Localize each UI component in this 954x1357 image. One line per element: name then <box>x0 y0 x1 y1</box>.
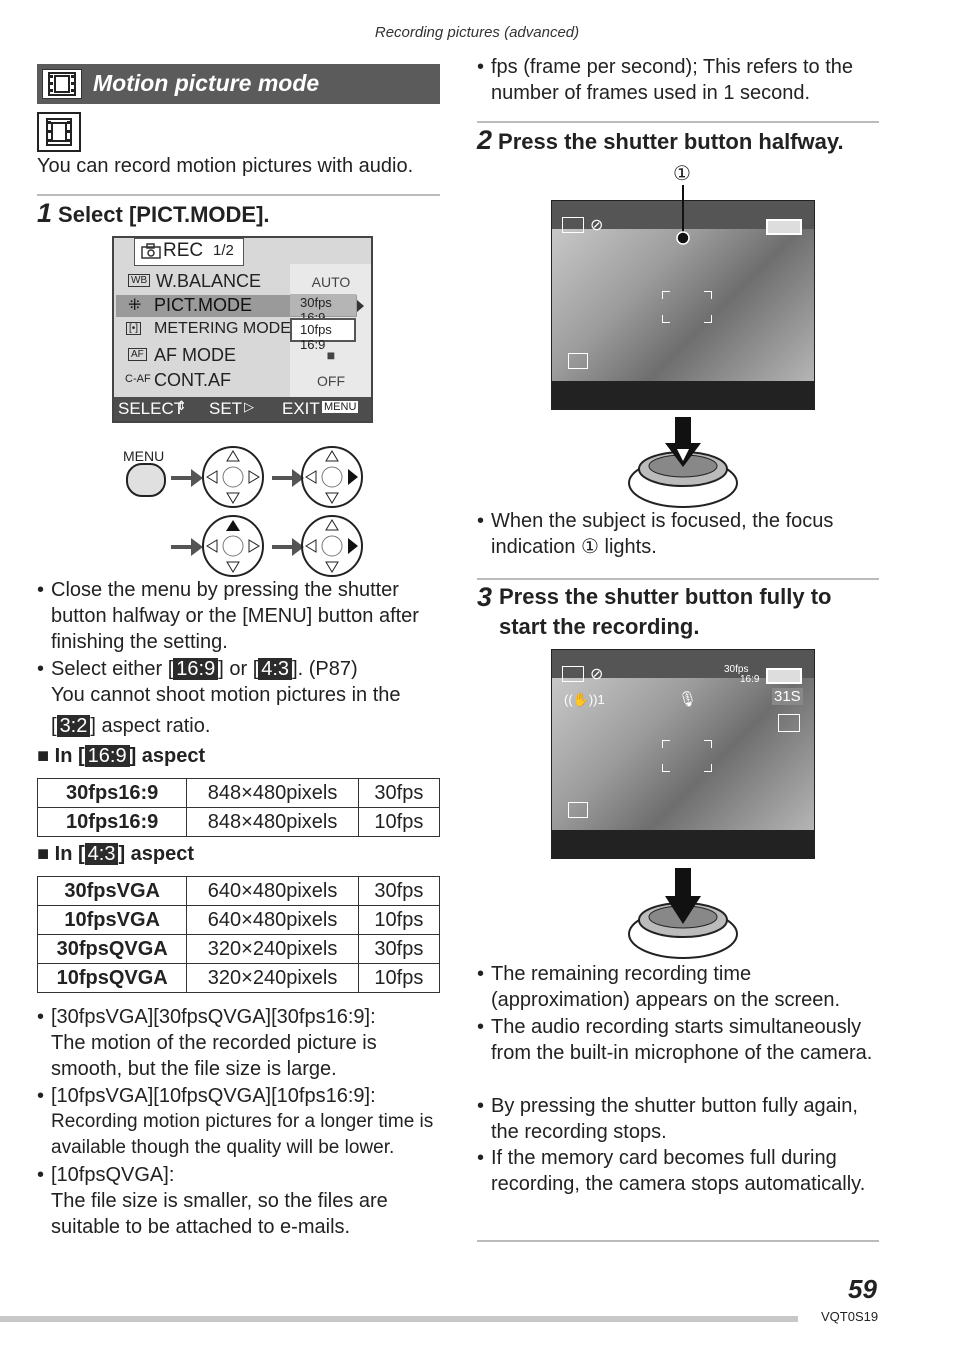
aspect-indicator: 16:9 <box>740 674 760 685</box>
film-icon <box>562 666 584 682</box>
menu-button-label: MENU <box>123 448 165 464</box>
bullet-close-menu: •Close the menu by pressing the shutter … <box>37 579 419 653</box>
rec-tab-label: REC <box>163 240 204 261</box>
bullet-remaining-time: •The remaining recording time (approxima… <box>477 963 841 1011</box>
cursor-pad-diagram <box>171 446 363 577</box>
menu-row-wbalance[interactable]: WB W.BALANCE <box>116 271 291 293</box>
card-icon <box>778 714 800 732</box>
bullet-select-either: • Select either [16:9] or [4:3]. (P87)Yo… <box>37 658 401 706</box>
af-icon: AF <box>128 348 147 361</box>
rec-tab: REC 1/2 <box>134 238 244 266</box>
battery-icon <box>766 219 802 235</box>
flash-off-icon: ⊘ <box>590 217 604 234</box>
contaf-value: OFF <box>317 373 345 389</box>
menu-row-metering[interactable]: [•] METERING MODE <box>116 320 291 342</box>
rec-tab-page: 1/2 <box>213 242 234 259</box>
divider <box>477 121 879 123</box>
divider <box>477 1240 879 1242</box>
aspect-32-line: [3:2] aspect ratio. <box>51 715 211 737</box>
aspect-169-badge: 16:9 <box>173 658 219 680</box>
callout-line <box>676 185 690 245</box>
flash-off-icon: ⊘ <box>590 666 604 683</box>
footer-bar <box>0 1316 798 1322</box>
page-number: 59 <box>848 1274 877 1304</box>
note-10fpsqvga: •[10fpsQVGA]:The file size is smaller, s… <box>37 1164 388 1238</box>
bullet-audio: •The audio recording starts simultaneous… <box>477 1016 873 1064</box>
motion-mode-icon <box>37 112 81 152</box>
lcd-preview-halfway: ⊘ <box>551 200 815 410</box>
af-frame <box>661 290 713 324</box>
step-3-heading: 3 Press the shutter button fully to star… <box>477 582 832 639</box>
square-icon: ■ <box>37 745 55 767</box>
shutter-full-icon <box>628 868 738 959</box>
rec-menu-screen: REC 1/2 WB W.BALANCE ⁜ PICT.MODE [•] MET… <box>112 236 373 423</box>
fps-note: •fps (frame per second); This refers to … <box>477 56 854 104</box>
menu-button-icon <box>126 463 166 497</box>
aspect-43-badge: 4:3 <box>258 658 293 680</box>
section-title-bar: Motion picture mode <box>37 64 440 104</box>
wbalance-value: AUTO <box>311 274 351 290</box>
metering-icon <box>568 802 588 818</box>
metering-icon <box>568 353 588 369</box>
section-title: Motion picture mode <box>93 70 320 96</box>
af-frame <box>661 739 713 773</box>
bullet-card-full: •If the memory card becomes full during … <box>477 1147 866 1195</box>
divider <box>477 578 879 580</box>
film-icon <box>562 217 584 233</box>
afmode-value: ■ <box>326 347 336 363</box>
chevron-right-icon <box>357 300 364 312</box>
updown-icon: ⇕ <box>176 398 187 413</box>
pictmode-value-30fps[interactable]: 30fps 16:9 <box>290 294 356 325</box>
lcd-preview-recording: ⊘ 30fps 16:9 ((✋))1 🎙 31S <box>551 649 815 859</box>
aspect-32-badge: 3:2 <box>56 715 91 737</box>
note-10fps: •[10fpsVGA][10fpsQVGA][10fps16:9]:Record… <box>37 1085 434 1158</box>
caf-icon: C-AF <box>125 373 151 385</box>
document-code: VQT0S19 <box>821 1309 879 1324</box>
intro-text: You can record motion pictures with audi… <box>37 155 414 177</box>
menu-row-afmode[interactable]: AF AF MODE <box>116 345 291 367</box>
microphone-icon: 🎙 <box>678 691 698 708</box>
preview-photo <box>552 229 814 381</box>
wb-icon: WB <box>128 274 151 287</box>
right-icon: ▷ <box>244 399 254 414</box>
pictmode-value-10fps[interactable]: 10fps 16:9 <box>290 318 356 352</box>
fps-indicator: 30fps <box>724 664 749 675</box>
battery-icon <box>766 668 802 684</box>
camera-icon <box>141 243 161 265</box>
table-169-heading: ■ In [16:9] aspect <box>37 745 206 767</box>
callout-1: ① <box>673 163 691 185</box>
remaining-time: 31S <box>772 688 803 705</box>
stabilizer-icon: ((✋))1 <box>564 692 605 707</box>
film-icon <box>42 69 82 99</box>
metering-icon: [•] <box>126 322 142 335</box>
shutter-halfway-icon <box>628 417 738 508</box>
square-icon: ■ <box>37 843 55 865</box>
divider <box>37 194 440 196</box>
bullet-stop: •By pressing the shutter button fully ag… <box>477 1095 858 1143</box>
bullet-focus: •When the subject is focused, the focus … <box>477 510 834 558</box>
pict-mode-icon: ⁜ <box>128 297 142 314</box>
menu-footer: SELECT ⇕ SET ▷ EXIT MENU <box>114 397 371 421</box>
note-30fps: •[30fpsVGA][30fpsQVGA][30fps16:9]:The mo… <box>37 1006 377 1080</box>
preview-photo <box>552 678 814 830</box>
table-43-heading: ■ In [4:3] aspect <box>37 843 195 865</box>
menu-row-contaf[interactable]: C-AF CONT.AF <box>125 370 232 390</box>
running-header: Recording pictures (advanced) <box>374 24 580 41</box>
